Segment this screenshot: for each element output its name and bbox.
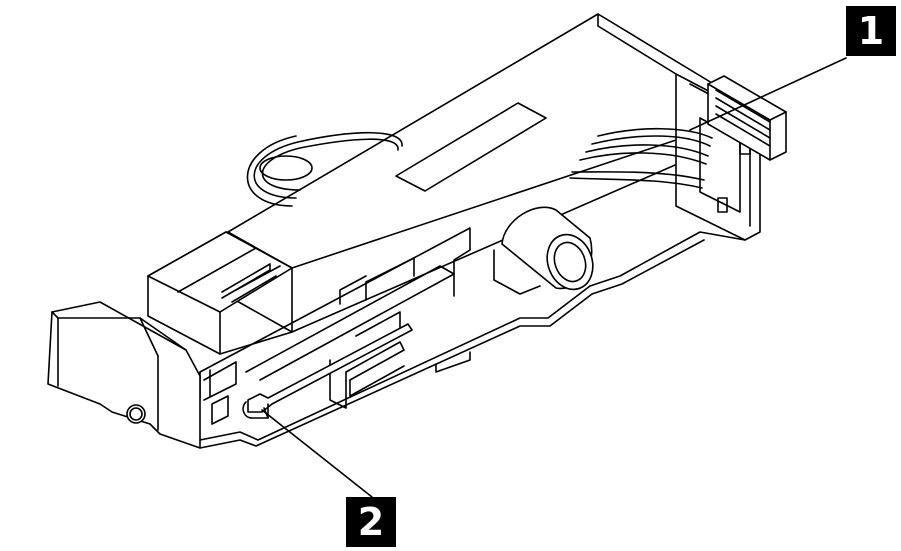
callout-2: 2 xyxy=(346,497,396,547)
cover-label xyxy=(395,102,547,192)
lower-rail xyxy=(199,231,746,449)
light-pipe-post xyxy=(493,206,594,295)
cable-bundle xyxy=(569,127,713,189)
leader-line-1 xyxy=(689,57,847,131)
front-bezel xyxy=(47,301,201,449)
bezel-screw xyxy=(126,404,146,424)
rear-connector xyxy=(707,75,787,161)
edge-connector xyxy=(242,323,413,419)
tray-body xyxy=(199,227,471,425)
callout-1: 1 xyxy=(846,6,896,56)
leader-line-2 xyxy=(261,409,373,498)
coiled-cable xyxy=(246,131,403,207)
main-housing xyxy=(147,231,293,355)
